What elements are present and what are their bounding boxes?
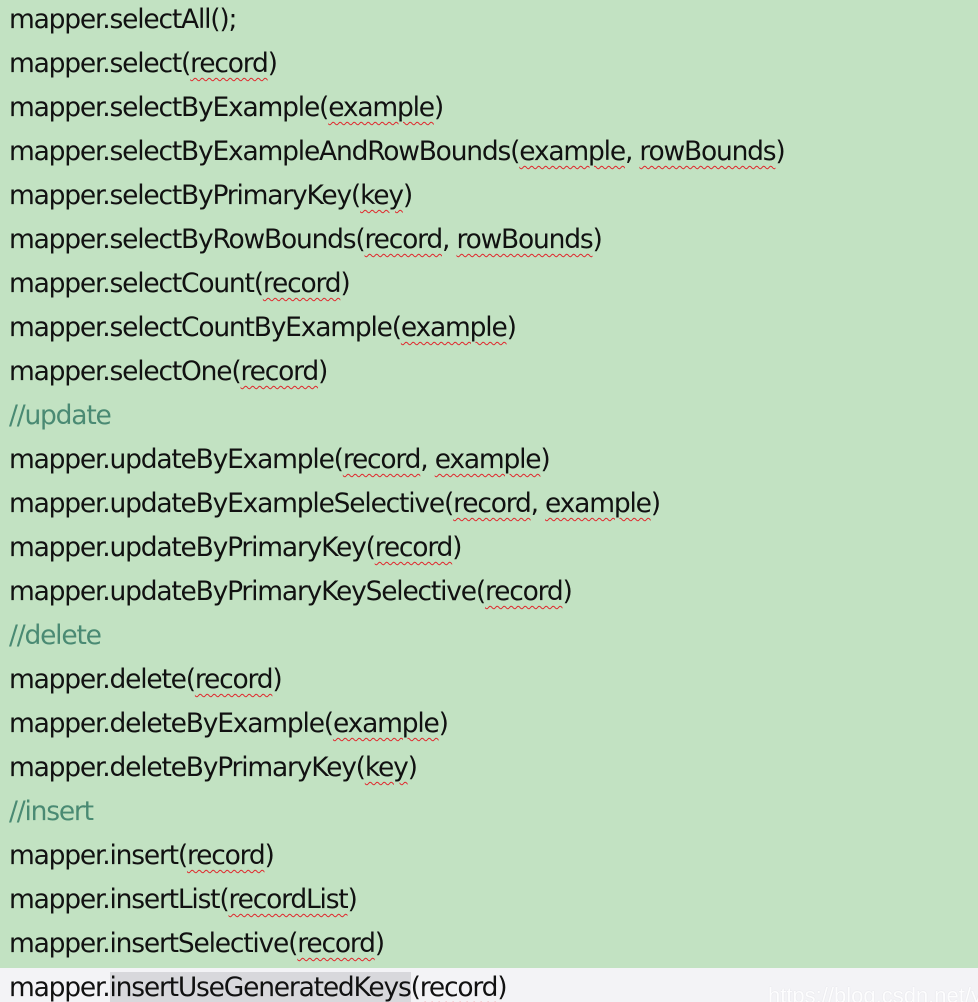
method-call: mapper.selectByRowBounds( [9,224,366,255]
watermark: https://blog.csdn.net/y [767,983,978,1002]
method-call: mapper.selectOne( [9,356,242,387]
paren-close: ) [264,840,274,871]
method-call: mapper.deleteByPrimaryKey( [9,752,366,783]
argument: rowBounds [456,224,593,255]
code-line[interactable]: mapper.delete(record) [0,660,978,704]
code-line[interactable]: mapper.deleteByPrimaryKey(key) [0,748,978,792]
code-line[interactable]: mapper.selectAll(); [0,0,978,44]
code-line[interactable]: mapper.updateByPrimaryKey(record) [0,528,978,572]
paren-close: ) [407,752,418,783]
argument: record [364,224,444,255]
code-line[interactable]: mapper.insertSelective(record) [0,924,978,968]
method-call: mapper.selectCount( [9,268,264,299]
code-line[interactable]: mapper.insertList(recordList) [0,880,978,924]
argument: record [262,268,342,299]
comment-line[interactable]: //insert [0,792,978,836]
paren-close: ) [402,180,413,211]
method-call: mapper.selectByExample( [9,92,329,123]
argument: example [519,136,626,167]
paren-close: ) [592,224,602,255]
argument: record [190,48,269,79]
method-call: mapper.insertSelective( [9,928,298,959]
argument: recordList [228,884,349,915]
argument: record [485,576,564,607]
method-call: mapper.delete( [9,664,196,695]
method-call: mapper.insert( [9,840,188,871]
comment-line[interactable]: //update [0,396,978,440]
code-line[interactable]: mapper.selectByPrimaryKey(key) [0,176,978,220]
argument: record [374,532,454,563]
method-call: mapper.selectByExampleAndRowBounds( [9,136,520,167]
argument: record [194,664,274,695]
code-prefix: mapper. [9,972,111,1002]
argument: record [297,928,376,959]
paren-close: ) [374,928,385,959]
method-call: mapper.updateByPrimaryKeySelective( [9,576,486,607]
code-line[interactable]: mapper.selectByRowBounds(record, rowBoun… [9,224,603,255]
paren-close: ) [340,268,350,299]
code-line-current[interactable]: mapper.insertUseGeneratedKeys(record) ht… [0,968,978,1002]
paren-close: ) [540,444,550,475]
comment-line[interactable]: //delete [0,616,978,660]
code-line[interactable]: mapper.insert(record) [0,836,978,880]
paren-close: ) [452,532,462,563]
method-call: mapper.selectByPrimaryKey( [9,180,361,211]
argument: record [453,488,532,519]
code-lines: mapper.selectAll();mapper.select(record)… [0,0,978,968]
code-line[interactable]: mapper.updateByPrimaryKeySelective(recor… [0,572,978,616]
paren-close: ) [650,488,661,519]
argument: record [240,356,320,387]
argument: key [360,180,404,211]
paren-close: ) [562,576,572,607]
paren-close: ) [317,356,328,387]
method-call: mapper.select( [9,48,191,79]
argument: example [434,444,542,475]
argument: example [545,488,652,519]
code-line[interactable]: mapper.deleteByExample(example) [0,704,978,748]
method-call: mapper.updateByExampleSelective( [9,488,454,519]
comment-text: //update [9,400,112,431]
paren-open: ( [410,972,421,1002]
comment-text: //insert [9,796,94,827]
argument: record [419,972,499,1002]
paren-close: ) [272,664,282,695]
argument: key [364,752,409,783]
argument: example [332,708,440,739]
method-call: mapper.deleteByExample( [9,708,334,739]
argument: record [342,444,422,475]
argument: example [328,92,435,123]
method-call: mapper.updateByExample( [9,444,344,475]
method-call: mapper.insertList( [9,884,230,915]
method-call: mapper.updateByPrimaryKey( [9,532,376,563]
code-line[interactable]: mapper.updateByExampleSelective(record, … [9,488,661,519]
argument: record [186,840,266,871]
code-line[interactable]: mapper.selectByExampleAndRowBounds(examp… [9,136,786,167]
paren-close: ) [438,708,449,739]
code-line[interactable]: mapper.updateByExample(record, example) [9,444,551,475]
paren-close: ) [433,92,444,123]
paren-close: ) [267,48,278,79]
argument: rowBounds [639,136,776,167]
argument: example [400,312,508,343]
paren-close: ) [347,884,358,915]
code-line[interactable]: mapper.select(record) [0,44,978,88]
code-line[interactable]: mapper.selectByExample(example) [0,88,978,132]
paren-close: ) [506,312,517,343]
paren-close: ) [497,972,507,1002]
code-line[interactable]: mapper.selectCount(record) [0,264,978,308]
method-call: mapper.selectAll(); [9,4,237,35]
method-call: mapper.selectCountByExample( [9,312,402,343]
selected-method[interactable]: insertUseGeneratedKeys [109,972,412,1002]
code-line[interactable]: mapper.selectCountByExample(example) [0,308,978,352]
paren-close: ) [775,136,785,167]
comment-text: //delete [9,620,102,651]
code-line[interactable]: mapper.selectOne(record) [0,352,978,396]
